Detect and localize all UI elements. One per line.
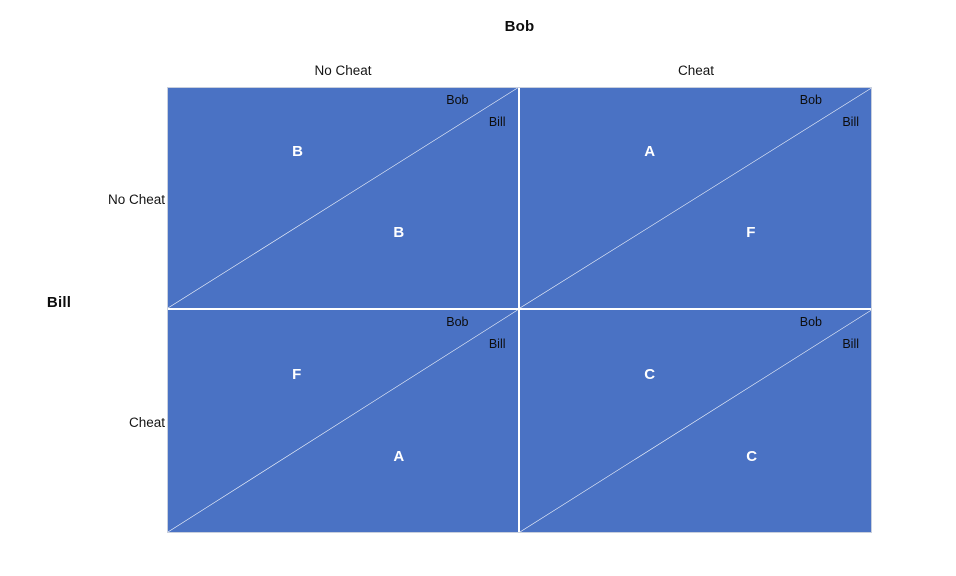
- payoff-bob: F: [292, 365, 302, 383]
- matrix-cell[interactable]: Bob Bill A F: [519, 88, 872, 310]
- column-header-cheat: Cheat: [677, 63, 715, 78]
- payoff-matrix: Bob Bill B B Bob Bill A F Bob Bill F A B…: [167, 87, 872, 533]
- cell-diagonal-divider-icon: [168, 310, 518, 532]
- cell-diagonal-divider-icon: [520, 310, 872, 532]
- column-header-no-cheat: No Cheat: [314, 63, 372, 78]
- payoff-bill: A: [393, 447, 405, 465]
- matrix-cell[interactable]: Bob Bill F A: [168, 310, 520, 532]
- payoff-bill: C: [746, 447, 758, 465]
- payoff-bob: A: [644, 143, 656, 160]
- payoff-bill: F: [746, 224, 756, 242]
- payoff-bob: B: [292, 143, 303, 160]
- cell-owner-label-bob: Bob: [799, 315, 822, 329]
- cell-owner-label-bill: Bill: [488, 337, 506, 351]
- cell-owner-label-bob: Bob: [799, 93, 822, 107]
- cell-owner-label-bill: Bill: [488, 115, 506, 129]
- cell-diagonal-divider-icon: [168, 88, 518, 308]
- row-player-title: Bill: [46, 294, 72, 311]
- cell-owner-label-bob: Bob: [446, 315, 469, 329]
- row-header-no-cheat: No Cheat: [107, 192, 165, 207]
- payoff-bill: B: [393, 224, 405, 242]
- payoff-bob: C: [644, 365, 656, 383]
- matrix-cell[interactable]: Bob Bill C C: [519, 310, 872, 532]
- cell-owner-label-bob: Bob: [446, 93, 469, 107]
- matrix-cell[interactable]: Bob Bill B B: [168, 88, 520, 310]
- column-player-title: Bob: [504, 18, 535, 35]
- cell-owner-label-bill: Bill: [842, 337, 859, 351]
- cell-owner-label-bill: Bill: [842, 115, 859, 129]
- cell-diagonal-divider-icon: [520, 88, 872, 308]
- row-header-cheat: Cheat: [128, 415, 165, 430]
